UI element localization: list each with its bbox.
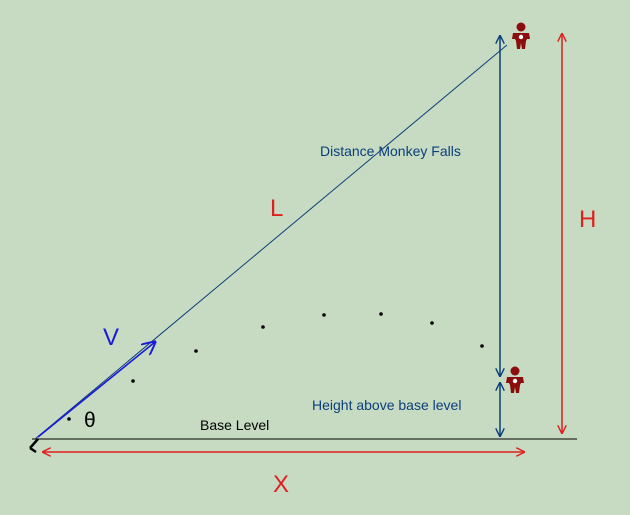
angle-label: θ — [84, 409, 96, 432]
line-of-sight — [34, 44, 508, 440]
trajectory-dot — [430, 321, 434, 325]
trajectory-dots — [67, 312, 484, 421]
distance-monkey-falls-label: Distance Monkey Falls — [320, 143, 461, 159]
base-level-label: Base Level — [200, 417, 269, 433]
trajectory-dot — [261, 325, 265, 329]
trajectory-dot — [131, 379, 135, 383]
trajectory-dot — [194, 349, 198, 353]
launcher-icon — [29, 438, 39, 454]
monkey-icon — [512, 22, 530, 49]
trajectory-dot — [379, 312, 383, 316]
horizontal-distance-label: X — [273, 471, 289, 498]
trajectory-dot — [322, 313, 326, 317]
velocity-arrow — [37, 342, 155, 438]
height-above-base-label: Height above base level — [312, 397, 461, 413]
trajectory-dot — [67, 417, 71, 421]
velocity-label: V — [103, 324, 119, 351]
trajectory-dot — [480, 344, 484, 348]
line-of-sight-label: L — [270, 195, 283, 222]
monkey-icon — [506, 366, 524, 393]
total-height-label: H — [579, 206, 596, 233]
